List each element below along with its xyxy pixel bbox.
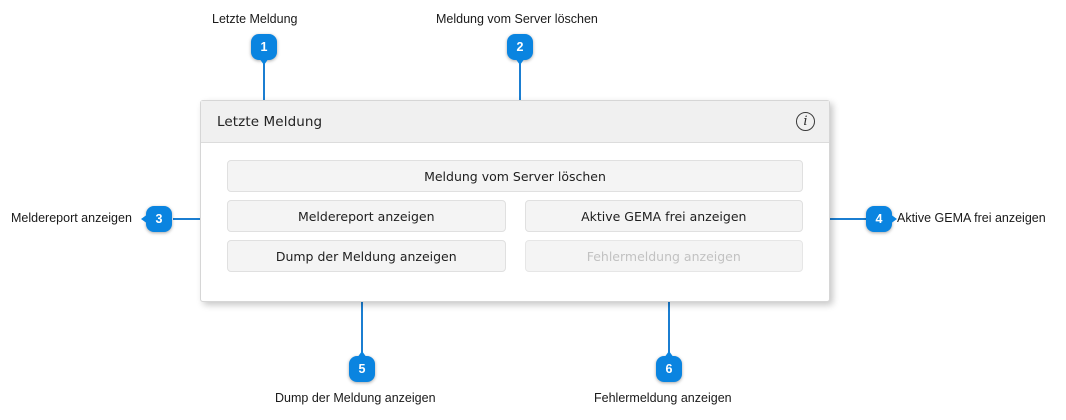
callout-badge-6[interactable]: 6 — [656, 351, 682, 382]
info-circle-icon[interactable]: i — [796, 112, 815, 131]
callout-badge-1[interactable]: 1 — [251, 34, 277, 65]
connector-line-4 — [808, 218, 866, 220]
panel-header: Letzte Meldung i — [201, 101, 829, 143]
callout-label-4: Aktive GEMA frei anzeigen — [897, 211, 1046, 225]
show-error-button: Fehlermeldung anzeigen — [524, 240, 803, 272]
connector-line-6 — [668, 273, 670, 357]
callout-label-5: Dump der Meldung anzeigen — [275, 391, 436, 405]
button-row-middle: Meldereport anzeigen Aktive GEMA frei an… — [227, 200, 803, 232]
connector-line-5 — [361, 273, 363, 357]
show-dump-button[interactable]: Dump der Meldung anzeigen — [227, 240, 506, 272]
callout-label-6: Fehlermeldung anzeigen — [594, 391, 732, 405]
button-row-bottom: Dump der Meldung anzeigen Fehlermeldung … — [227, 240, 803, 272]
callout-label-3: Meldereport anzeigen — [11, 211, 132, 225]
callout-label-1: Letzte Meldung — [212, 12, 298, 26]
button-row-top: Meldung vom Server löschen — [227, 160, 803, 192]
show-active-gema-free-button[interactable]: Aktive GEMA frei anzeigen — [524, 200, 803, 232]
delete-from-server-button[interactable]: Meldung vom Server löschen — [227, 160, 803, 192]
panel-body: Meldung vom Server löschen Meldereport a… — [201, 143, 829, 272]
callout-badge-5[interactable]: 5 — [349, 351, 375, 382]
callout-label-2: Meldung vom Server löschen — [436, 12, 598, 26]
letzte-meldung-panel: Letzte Meldung i Meldung vom Server lösc… — [200, 100, 830, 302]
callout-badge-3[interactable]: 3 — [141, 206, 172, 232]
show-report-button[interactable]: Meldereport anzeigen — [227, 200, 506, 232]
connector-line-1 — [263, 60, 265, 102]
page-title: Letzte Meldung — [217, 113, 323, 130]
callout-badge-4[interactable]: 4 — [866, 206, 897, 232]
callout-badge-2[interactable]: 2 — [507, 34, 533, 65]
